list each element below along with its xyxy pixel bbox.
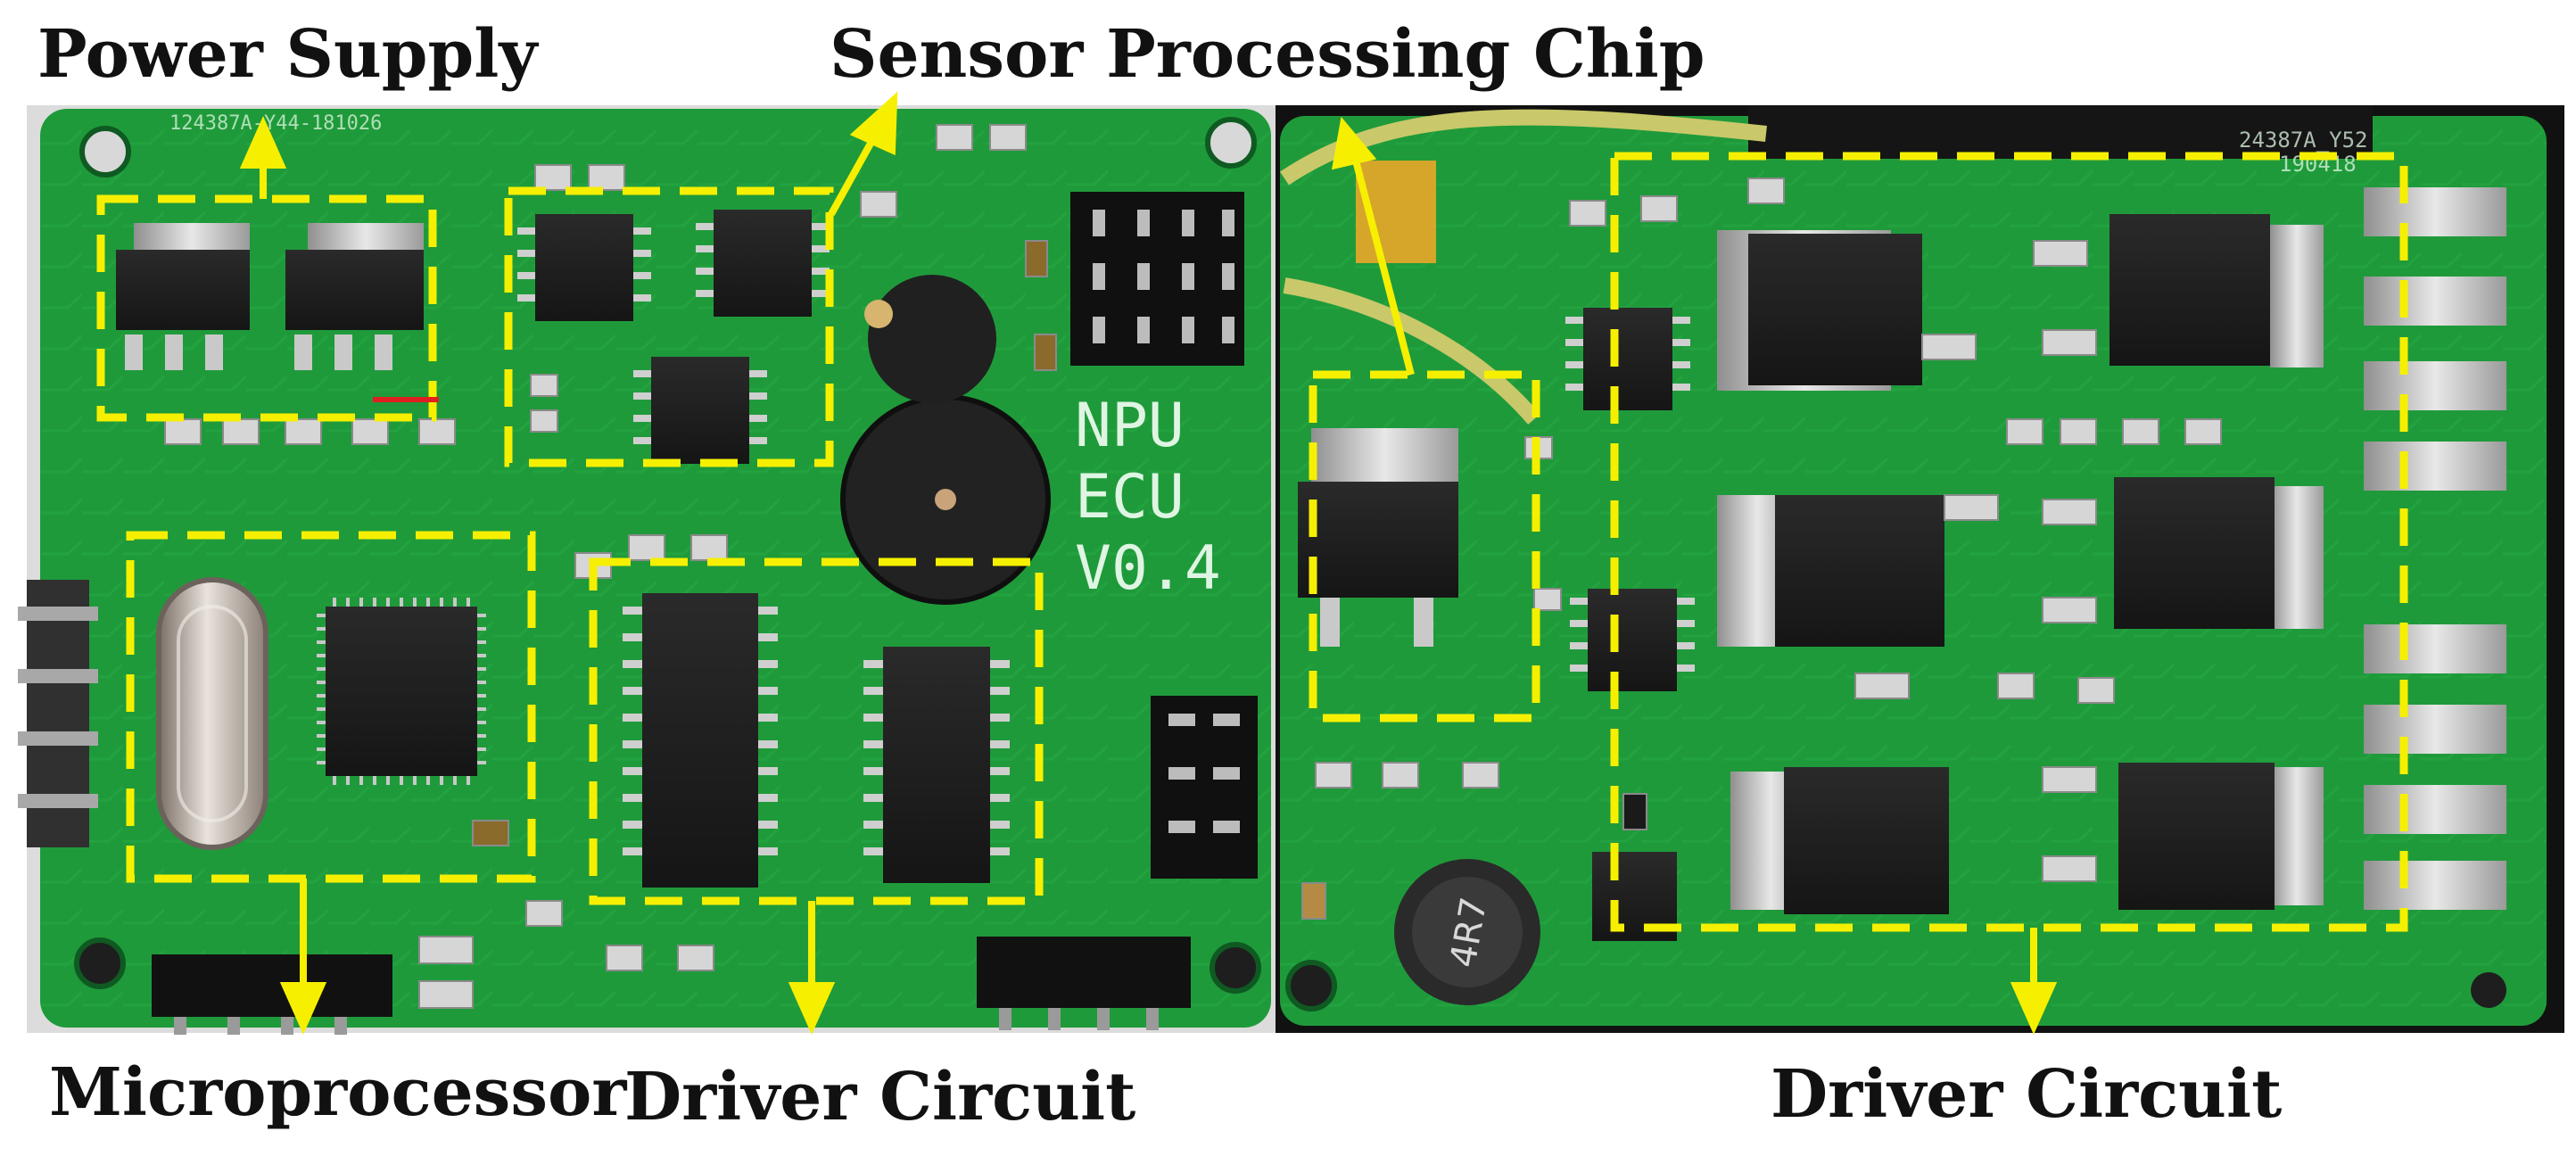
pin-header-right bbox=[1151, 696, 1258, 879]
gate-driver-chip-1 bbox=[1565, 308, 1690, 410]
tantalum-capacitor bbox=[868, 275, 996, 403]
left-board: NPU ECU V0.4 124387A-Y44-181026 bbox=[18, 105, 1276, 1035]
sensor-chip-2 bbox=[696, 210, 830, 317]
label-driver-circuit-left: Driver Circuit bbox=[624, 1059, 1136, 1135]
silkscreen-part-code-left: 124387A-Y44-181026 bbox=[169, 112, 382, 135]
label-sensor-processing-chip: Sensor Processing Chip bbox=[830, 16, 1705, 93]
annotations bbox=[96, 152, 2408, 932]
power-wire-2 bbox=[1283, 277, 1540, 425]
voltage-regulator-right-board bbox=[1298, 428, 1458, 647]
mosfet-3 bbox=[1717, 495, 1944, 647]
side-connector bbox=[18, 580, 98, 847]
smd-components-left bbox=[164, 124, 1057, 1009]
pin-header-top bbox=[1070, 192, 1244, 366]
mosfet-2 bbox=[2110, 214, 2324, 367]
driver-chip-left-1 bbox=[623, 593, 778, 888]
label-microprocessor: Microprocessor bbox=[49, 1054, 627, 1131]
sensor-chip-box bbox=[504, 186, 834, 467]
driver-circuit-left-box bbox=[589, 557, 1044, 905]
label-driver-circuit-right: Driver Circuit bbox=[1771, 1056, 2283, 1133]
silkscreen-part-code-right: 24387A_Y52 bbox=[2239, 128, 2368, 153]
microcontroller-chip bbox=[317, 598, 486, 785]
mosfet-6 bbox=[2118, 763, 2324, 910]
gate-driver-chip-2 bbox=[1570, 589, 1695, 691]
annotation-arrows bbox=[239, 91, 2058, 1035]
microprocessor-box bbox=[126, 531, 536, 883]
mosfet-5 bbox=[1730, 767, 1949, 914]
right-board: 4R7 24387A_Y52 190418 bbox=[1276, 105, 2564, 1033]
mosfet-4 bbox=[2114, 477, 2324, 629]
smd-components-right bbox=[1301, 178, 2222, 920]
silkscreen-version: V0.4 bbox=[1075, 533, 1221, 604]
crystal-oscillator bbox=[156, 577, 268, 850]
label-power-supply: Power Supply bbox=[37, 16, 538, 93]
voltage-regulator-right bbox=[285, 223, 424, 370]
silkscreen-npu: NPU bbox=[1075, 391, 1185, 461]
voltage-regulator-left bbox=[116, 223, 250, 370]
inductor: 4R7 bbox=[1394, 859, 1540, 1005]
power-supply-box bbox=[96, 194, 437, 422]
driver-circuit-right-box bbox=[1610, 152, 2408, 932]
sensor-chip-1 bbox=[517, 214, 651, 321]
driver-chip-left-2 bbox=[863, 647, 1010, 883]
output-terminals bbox=[2364, 187, 2506, 910]
bottom-header-left bbox=[152, 954, 392, 1035]
power-wire-1 bbox=[1280, 109, 1767, 186]
bottom-header-right bbox=[977, 937, 1191, 1030]
silkscreen-ecu: ECU bbox=[1075, 462, 1185, 533]
mosfet-1 bbox=[1717, 230, 1922, 391]
sensor-chip-3 bbox=[633, 357, 767, 464]
